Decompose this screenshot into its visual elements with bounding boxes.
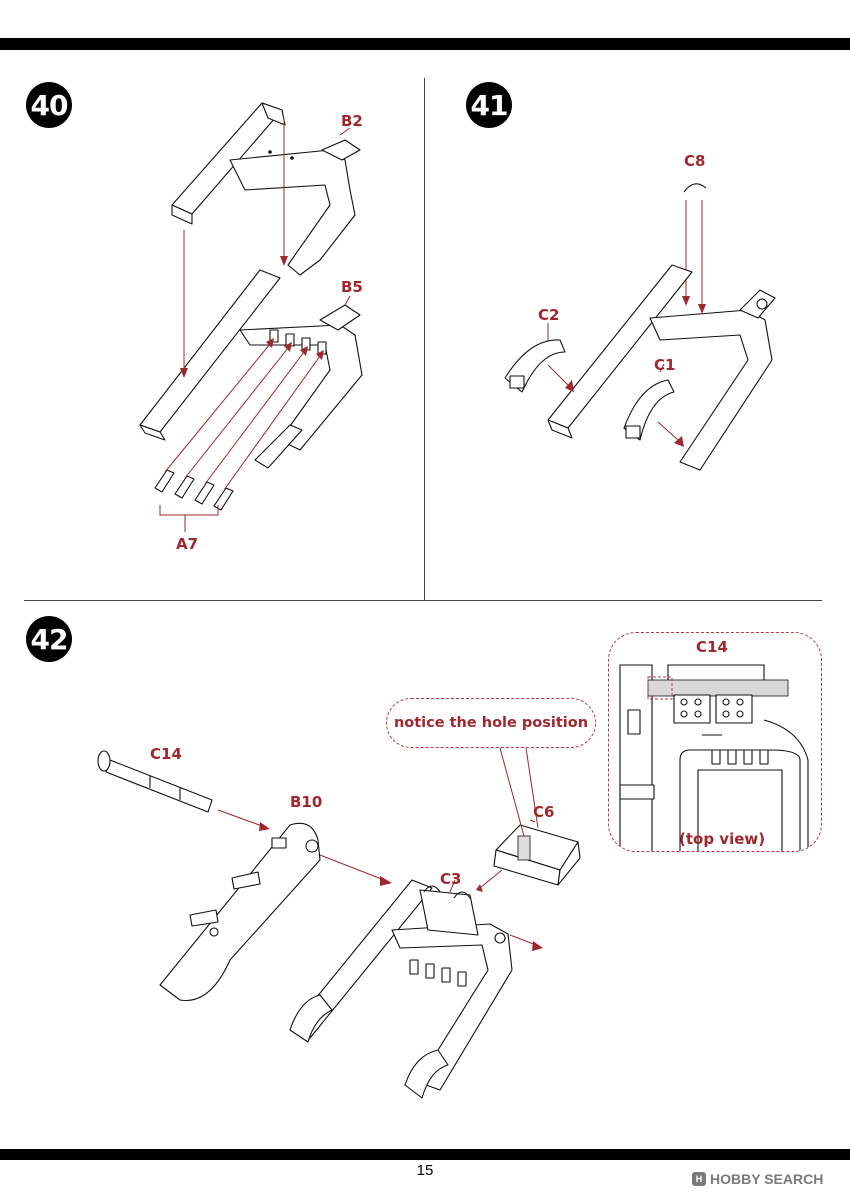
part-a7-drawing — [154, 469, 234, 511]
label-c3: C3 — [440, 870, 462, 888]
part-b10-drawing — [159, 822, 321, 1002]
part-c1-drawing — [623, 379, 675, 441]
watermark: H HOBBY SEARCH — [692, 1171, 823, 1187]
step-42-badge: 42 — [26, 616, 72, 662]
horizontal-divider — [24, 600, 822, 601]
part-c8-drawing — [682, 183, 707, 314]
label-b2: B2 — [341, 112, 363, 130]
label-b10: B10 — [290, 793, 323, 811]
bottom-bar — [0, 1149, 850, 1160]
part-b2-drawing — [171, 102, 361, 276]
label-a7: A7 — [176, 535, 199, 553]
part-frame-step42 — [289, 879, 513, 1099]
step-40-badge: 40 — [26, 82, 72, 128]
part-c2-drawing — [504, 339, 566, 393]
label-c6: C6 — [533, 803, 555, 821]
step-40-arrows — [159, 118, 351, 532]
hole-position-note-text: notice the hole position — [393, 715, 589, 731]
label-c14: C14 — [150, 745, 182, 763]
inset-label-c14: C14 — [696, 638, 728, 656]
step-41-badge: 41 — [466, 82, 512, 128]
part-b5-drawing — [139, 269, 363, 469]
hole-position-note: notice the hole position — [386, 698, 596, 748]
part-c6-drawing — [493, 824, 581, 886]
label-c2: C2 — [538, 306, 560, 324]
part-c14-pin-drawing — [97, 750, 213, 813]
watermark-logo-icon: H — [692, 1172, 706, 1186]
label-b5: B5 — [341, 278, 363, 296]
top-bar — [0, 38, 850, 50]
part-u-frame-step41 — [547, 264, 776, 471]
page-number: 15 — [416, 1162, 434, 1179]
top-view-inset — [608, 632, 822, 852]
inset-caption: (top view) — [679, 830, 766, 848]
vertical-divider — [424, 78, 425, 600]
watermark-text: HOBBY SEARCH — [710, 1171, 824, 1187]
label-c8: C8 — [684, 152, 706, 170]
label-c1: C1 — [654, 356, 676, 374]
inset-top-view-drawing — [619, 664, 809, 851]
